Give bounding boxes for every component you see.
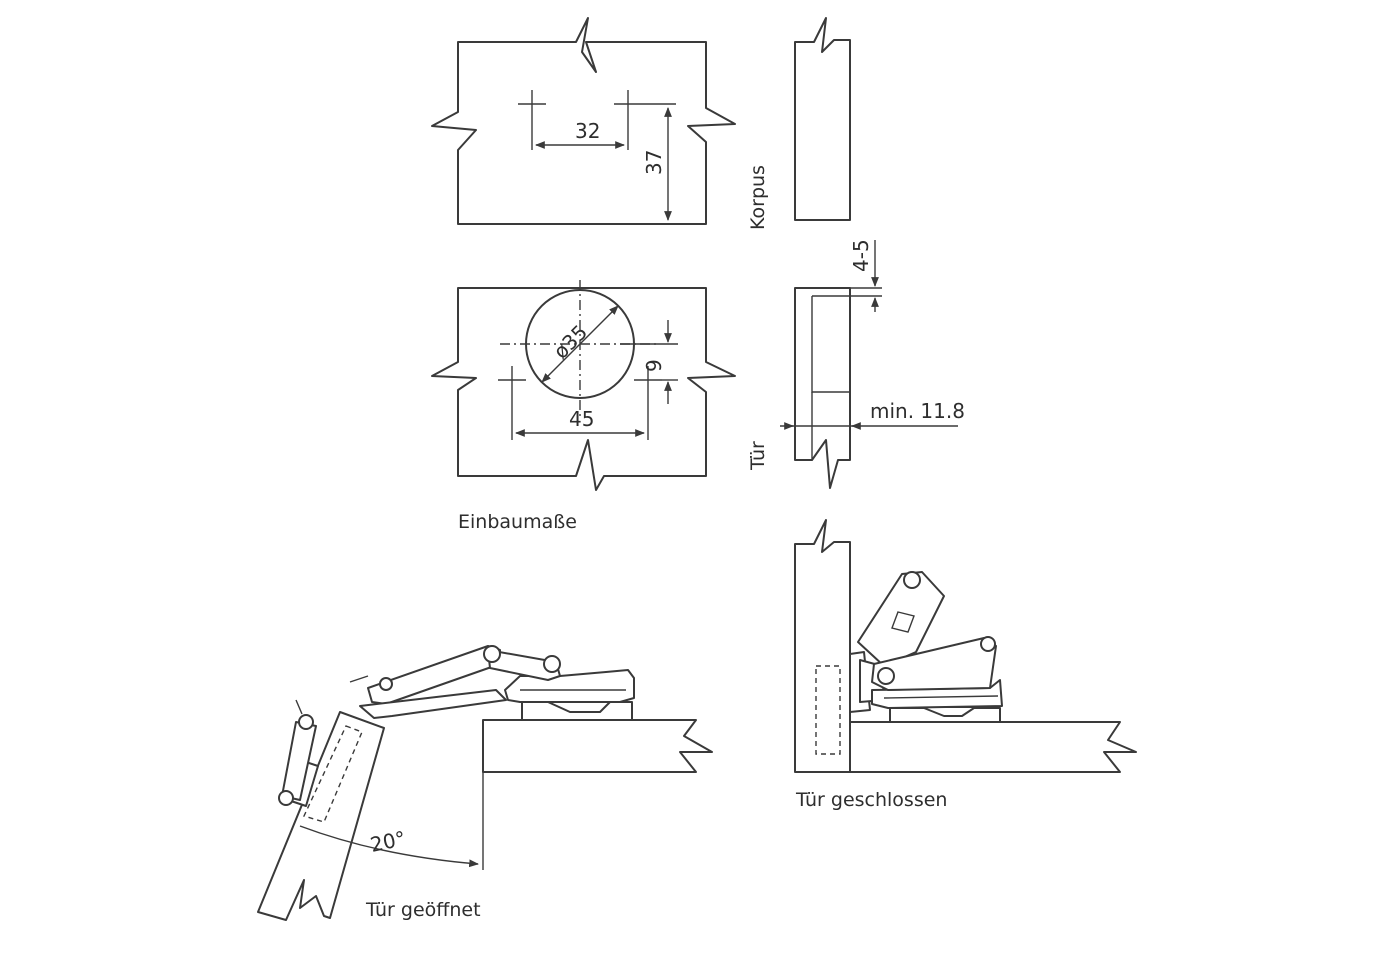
dim-cup-offset: 9 bbox=[642, 359, 666, 372]
korpus-side-profile: Korpus bbox=[747, 17, 851, 230]
dim-overlap: 4-5 bbox=[849, 239, 873, 272]
label-korpus: Korpus bbox=[747, 165, 769, 230]
dim-cup-diameter: ø35 bbox=[549, 320, 593, 364]
dim-hole-spacing: 32 bbox=[575, 119, 600, 143]
door-cup-view: ø35 45 9 bbox=[431, 280, 736, 491]
label-einbaumasse: Einbaumaße bbox=[458, 511, 577, 533]
dim-opening-angle: 20° bbox=[368, 826, 408, 857]
label-tuer-geoeffnet: Tür geöffnet bbox=[365, 899, 481, 921]
door-side-profile: 4-5 min. 11.8 Tür bbox=[747, 239, 965, 489]
label-tuer: Tür bbox=[747, 441, 769, 471]
hinge-door-closed-view: Tür geschlossen bbox=[794, 519, 1137, 811]
label-tuer-geschlossen: Tür geschlossen bbox=[795, 789, 947, 811]
korpus-top-view: 32 37 bbox=[431, 17, 736, 225]
dim-min-thickness: min. 11.8 bbox=[870, 399, 965, 423]
dim-edge-distance: 37 bbox=[642, 150, 666, 175]
hinge-door-open-view: 20° Tür geöffnet bbox=[257, 645, 713, 921]
dim-screw-spacing: 45 bbox=[569, 407, 594, 431]
